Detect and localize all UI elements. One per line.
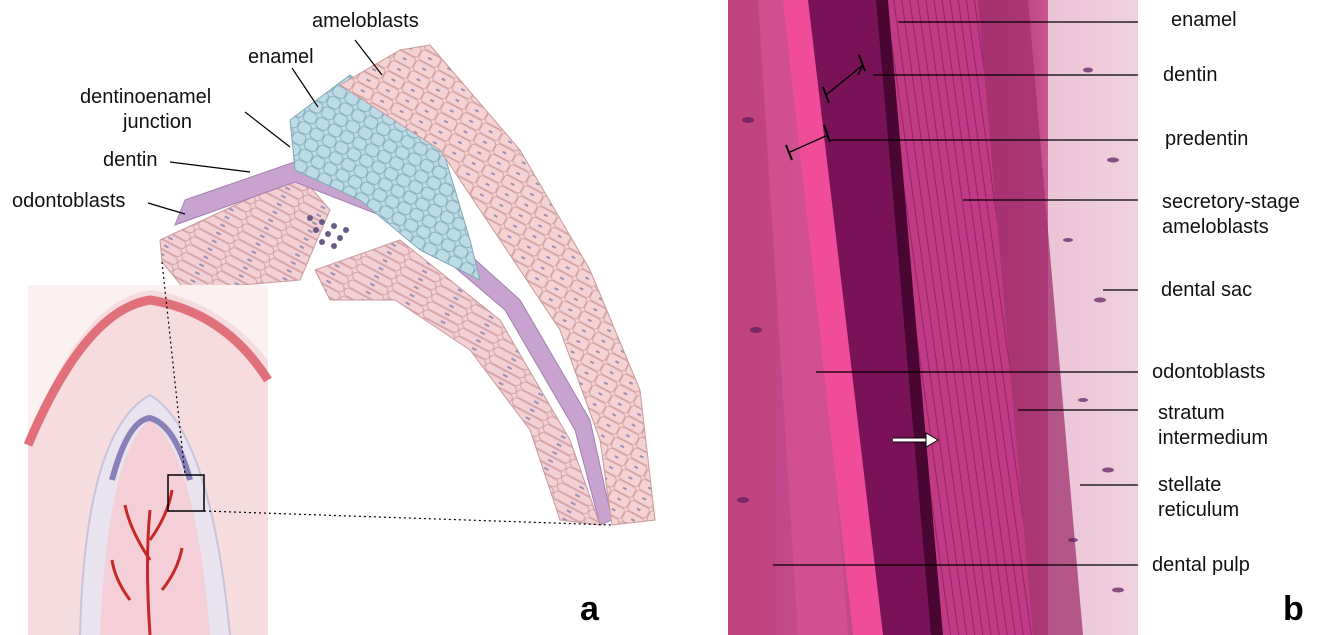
label-b-stellate-line2: reticulum [1158,499,1239,522]
panel-b-letter: b [1283,590,1304,629]
label-b-dental-sac: dental sac [1161,279,1252,302]
label-dej-line2: junction [123,111,192,134]
label-b-odontoblasts: odontoblasts [1152,361,1265,384]
label-dentin: dentin [103,149,158,172]
label-b-secretory-line1: secretory-stage [1162,191,1300,214]
label-b-predentin: predentin [1165,128,1248,151]
panel-a-schematic: ameloblasts enamel dentinoenamel junctio… [0,0,720,635]
tooth-bud-inset [28,285,268,635]
label-b-secretory-line2: ameloblasts [1162,216,1269,239]
label-odontoblasts: odontoblasts [12,190,125,213]
label-dej-line1: dentinoenamel [80,86,211,109]
label-b-dental-pulp: dental pulp [1152,554,1250,577]
panel-b-micrograph: enamel dentin predentin secretory-stage … [728,0,1327,635]
label-b-dentin: dentin [1163,64,1218,87]
label-b-stratum-line1: stratum [1158,402,1225,425]
label-enamel: enamel [248,46,314,69]
label-b-enamel: enamel [1171,9,1237,32]
label-ameloblasts: ameloblasts [312,10,419,33]
label-b-stratum-line2: intermedium [1158,427,1268,450]
label-b-stellate-line1: stellate [1158,474,1221,497]
panel-b-drawing [728,0,1327,635]
panel-a-letter: a [580,590,599,629]
